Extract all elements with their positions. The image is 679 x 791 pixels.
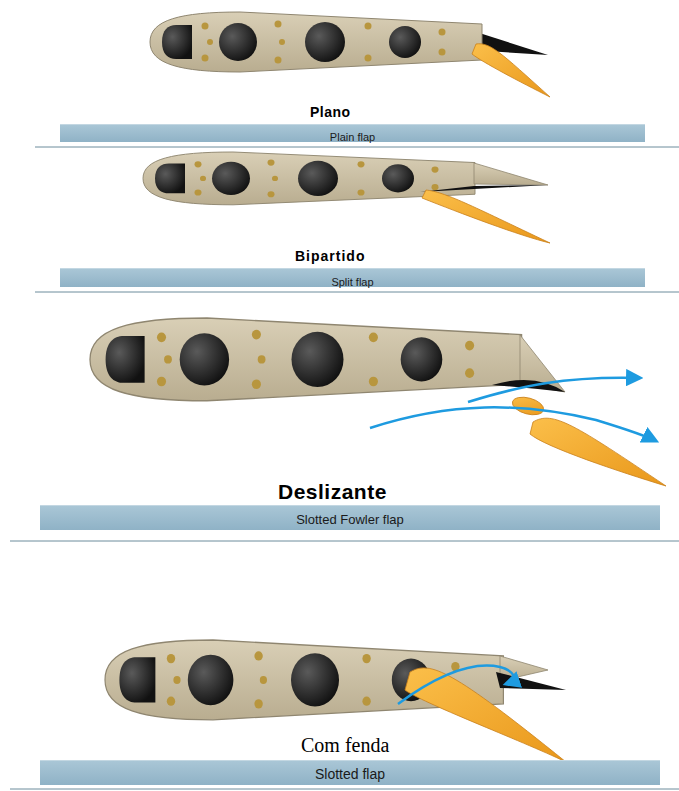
flap-english-name: Split flap [331, 276, 373, 288]
flap-english-name: Slotted Fowler flap [296, 512, 404, 527]
flap-type-name: Com fenda [301, 734, 389, 757]
flap-english-name: Slotted flap [315, 766, 385, 782]
flap-english-name: Plain flap [330, 131, 375, 143]
flap-type-name: Deslizante [278, 480, 387, 504]
label-band: Plain flap [60, 124, 645, 142]
label-band: Split flap [60, 268, 645, 287]
label-band: Slotted flap [40, 760, 660, 785]
label-band: Slotted Fowler flap [40, 505, 660, 530]
flap-type-name: Bipartido [295, 248, 365, 264]
flap-type-name: Plano [310, 104, 351, 120]
